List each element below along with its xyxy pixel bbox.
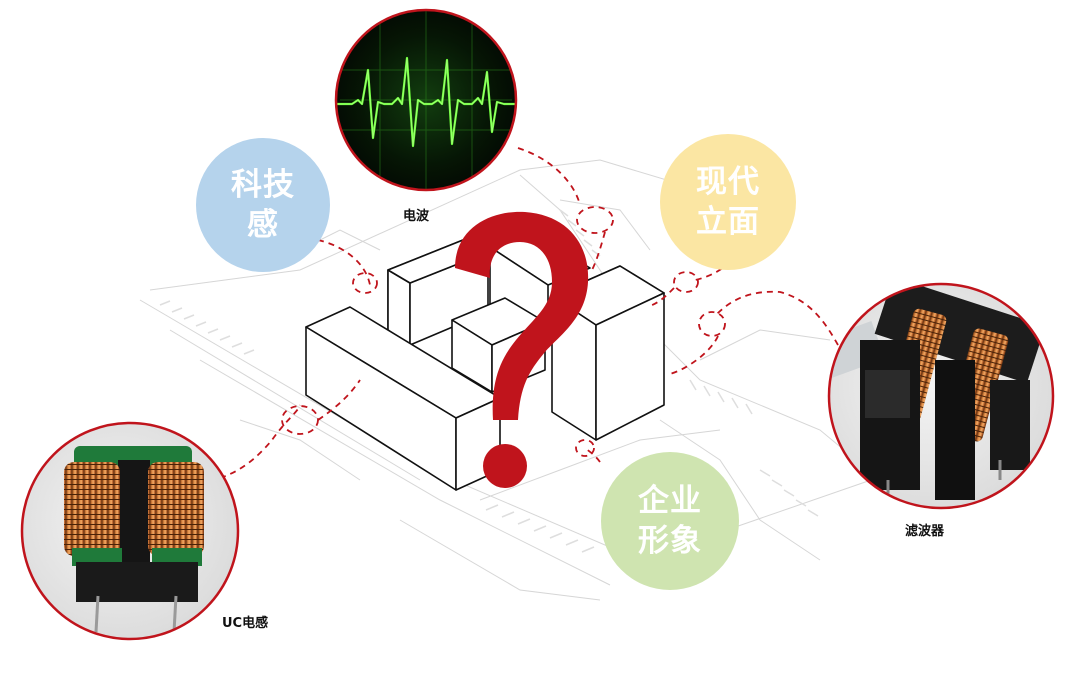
filter-photo	[827, 282, 1055, 510]
bubble-modern-facade: 现代 立面	[660, 134, 796, 270]
wave-photo	[334, 8, 518, 192]
uc-inductor-caption: UC电感	[222, 616, 269, 631]
question-mark-graphic	[455, 211, 589, 488]
bubble-tech-line2: 感	[247, 207, 279, 243]
bubble-image-line1: 企业	[638, 483, 702, 519]
bubble-tech-sense: 科技 感	[196, 138, 330, 272]
wave-caption: 电波	[403, 209, 430, 224]
site-plan-parking-stripes	[159, 209, 819, 553]
bubble-image-line2: 形象	[638, 523, 702, 559]
bubble-facade-line1: 现代	[696, 164, 760, 200]
bubble-facade-line2: 立面	[696, 204, 760, 240]
uc-inductor-photo	[20, 421, 240, 641]
bubble-corporate-image: 企业 形象	[601, 452, 739, 590]
filter-caption: 滤波器	[905, 524, 945, 539]
bubble-tech-line1: 科技	[231, 167, 295, 203]
